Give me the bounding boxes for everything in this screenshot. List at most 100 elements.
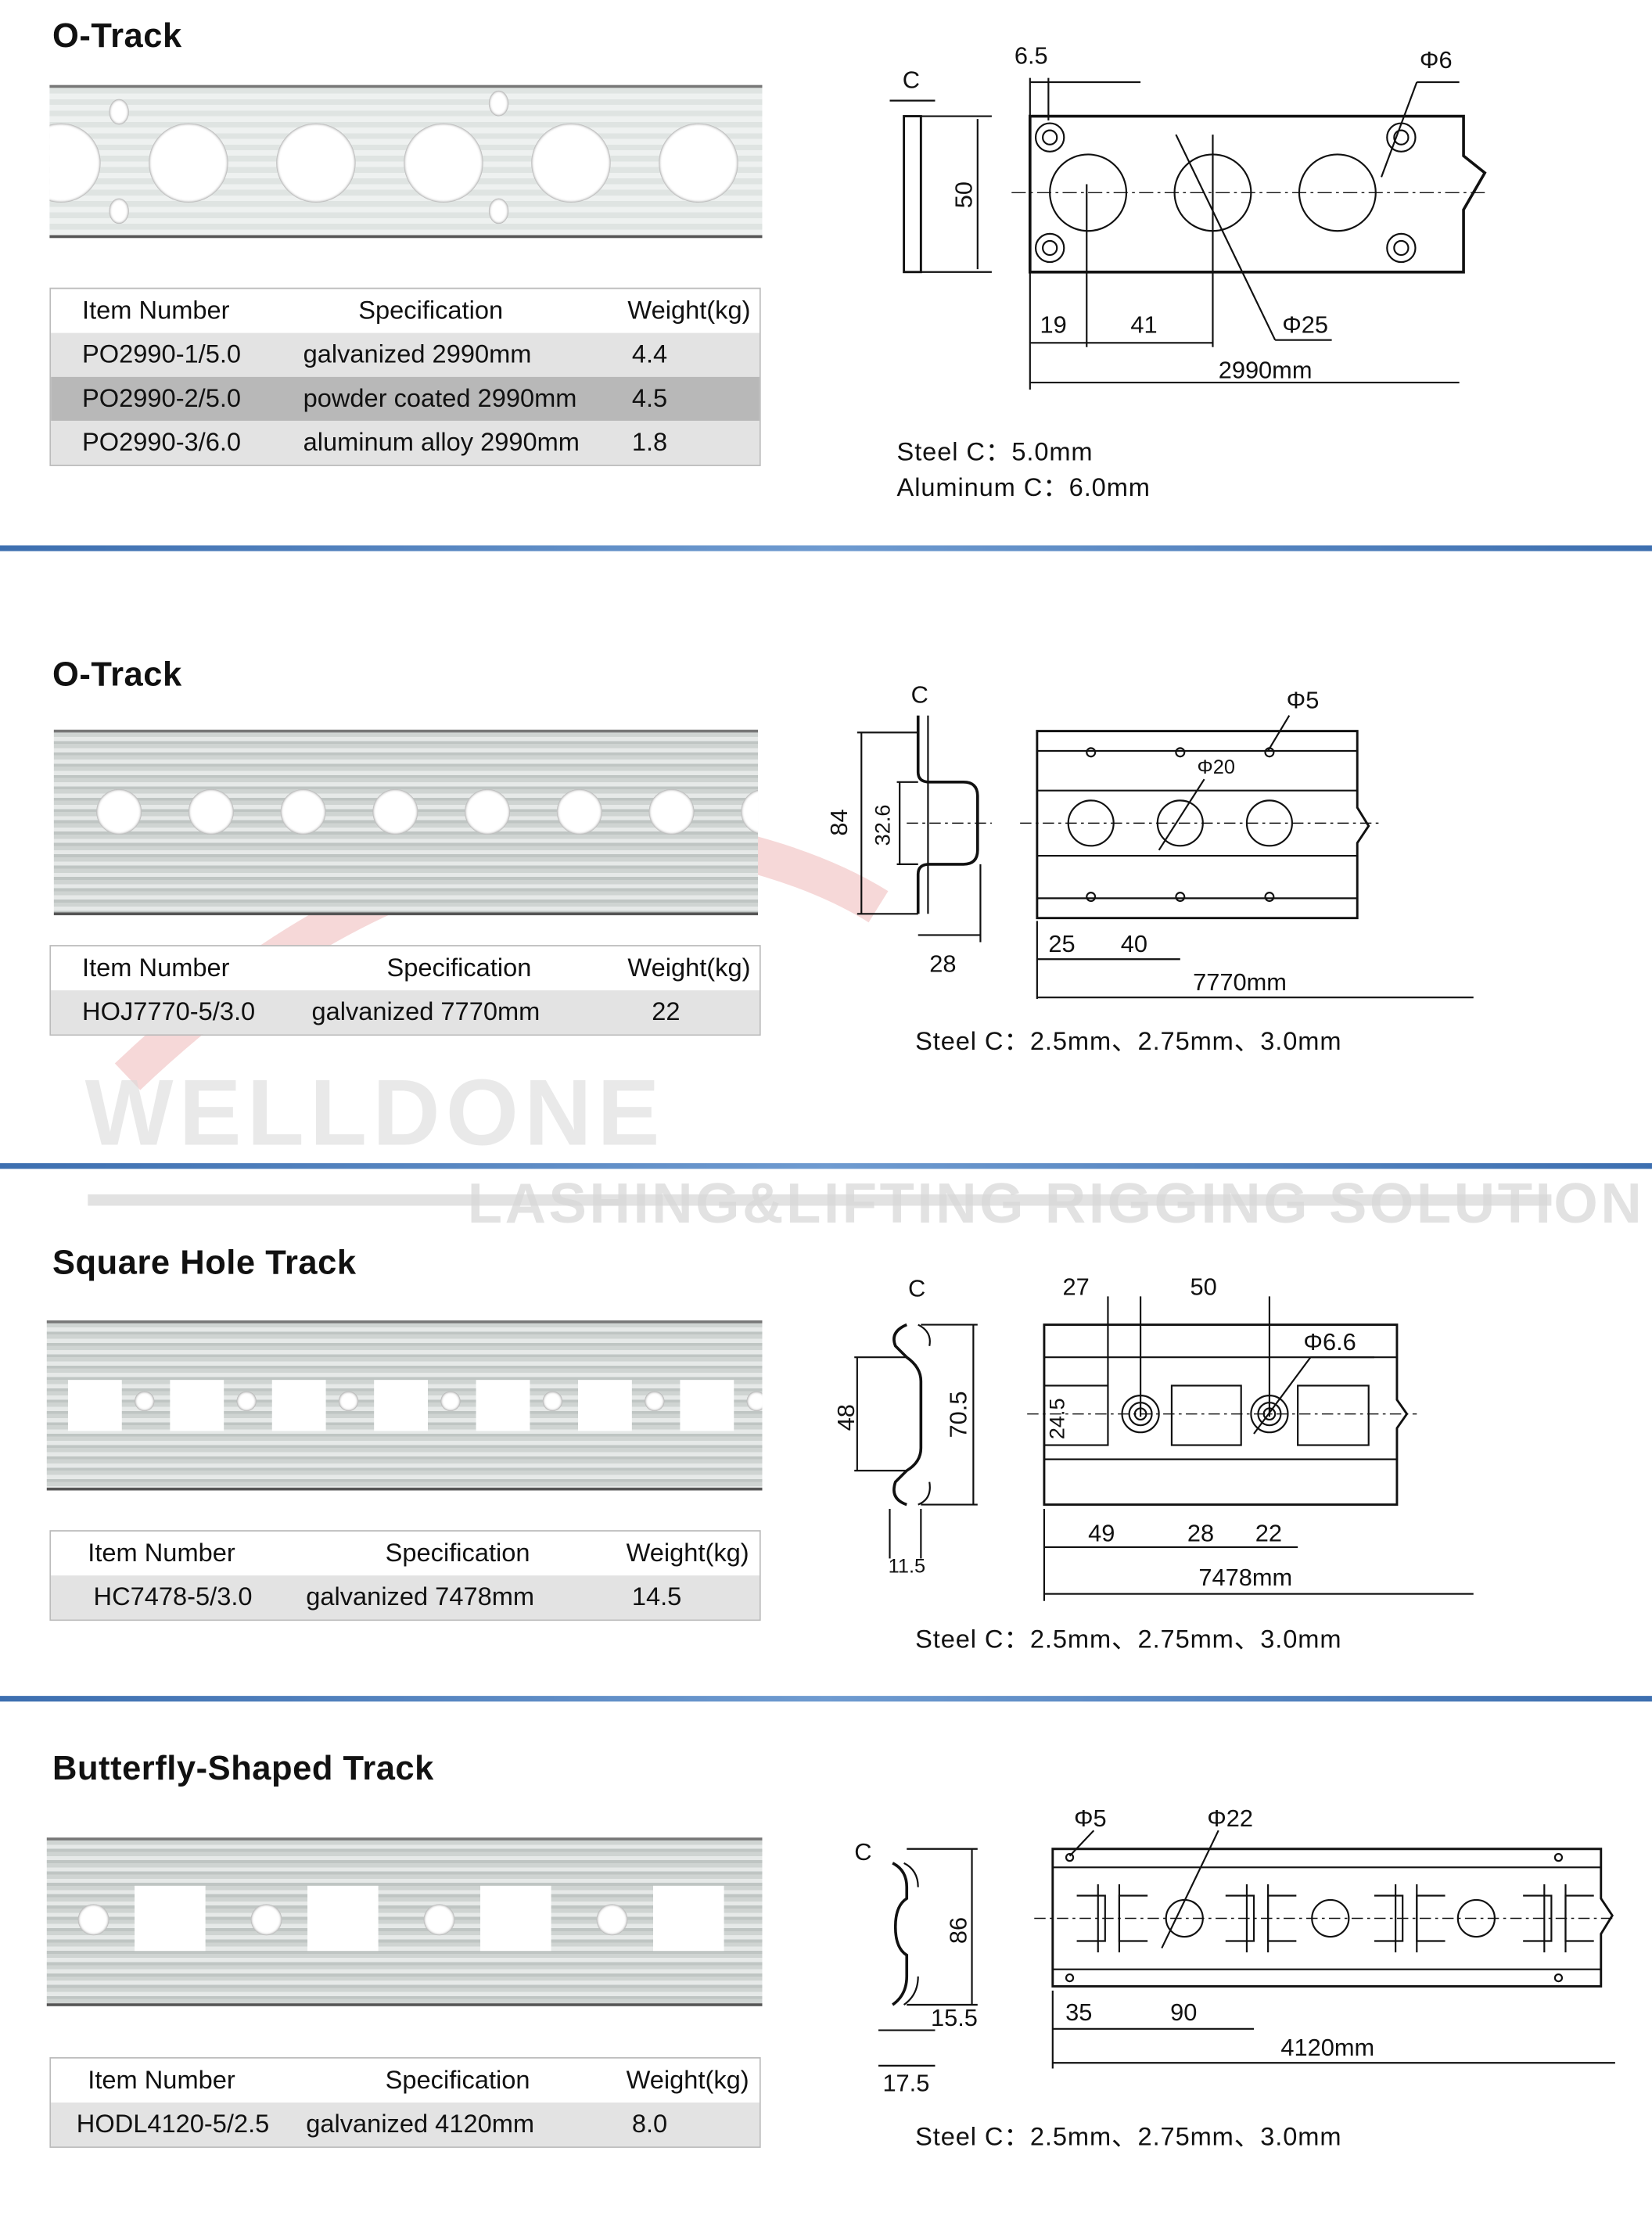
dim-label: C <box>854 1838 871 1866</box>
bolt-hole <box>746 1391 763 1412</box>
spec-table: Item Number Specification Weight(kg) HC7… <box>49 1530 761 1621</box>
item-number: HC7478-5/3.0 <box>93 1582 253 1611</box>
drawing-o-track-profiled: C 84 32.6 28 Φ5 Φ20 25 40 7770mm <box>825 681 1474 999</box>
round-hole <box>596 1904 628 1936</box>
specification: galvanized 2990mm <box>303 339 532 368</box>
dim-label: 70.5 <box>944 1392 971 1438</box>
dim-label: 48 <box>832 1404 860 1431</box>
header-specification: Specification <box>386 953 532 982</box>
dim-label: 28 <box>929 950 956 978</box>
dim-label: Φ5 <box>1074 1805 1107 1832</box>
round-hole <box>250 1904 282 1936</box>
section-divider <box>0 545 1652 551</box>
weight: 22 <box>652 997 681 1026</box>
dim-label: 24.5 <box>1044 1398 1068 1439</box>
watermark-tagline: LASHING&LIFTING RIGGING SOLUTION <box>467 1173 1645 1236</box>
dim-label: 15.5 <box>931 2004 978 2031</box>
dim-label: 84 <box>825 809 853 835</box>
specification: aluminum alloy 2990mm <box>303 428 580 457</box>
table-row: PO2990-3/6.0 aluminum alloy 2990mm 1.8 <box>51 420 760 465</box>
bolt-hole <box>488 90 509 117</box>
header-item-number: Item Number <box>82 953 230 982</box>
dim-label: 6.5 <box>1015 42 1048 70</box>
dim-label: 27 <box>1062 1273 1089 1301</box>
dim-label: 7478mm <box>1198 1564 1292 1591</box>
item-number: PO2990-3/6.0 <box>82 428 242 457</box>
product-photo-butterfly-track <box>46 1837 763 2006</box>
spec-table: Item Number Specification Weight(kg) PO2… <box>49 287 761 466</box>
butterfly-slot <box>307 1885 379 1952</box>
track-hole <box>741 788 759 835</box>
track-hole <box>465 788 511 835</box>
header-specification: Specification <box>358 296 504 325</box>
dim-label: 25 <box>1048 930 1075 957</box>
square-hole <box>476 1380 530 1431</box>
section-title: O-Track <box>52 16 182 56</box>
bolt-hole <box>542 1391 563 1412</box>
square-hole <box>578 1380 632 1431</box>
track-hole <box>648 788 695 835</box>
drawing-o-track-flat: C 6.5 Φ6 50 19 41 Φ25 2990mm <box>889 42 1488 390</box>
table-row: PO2990-1/5.0 galvanized 2990mm 4.4 <box>51 332 760 377</box>
section-divider <box>0 1696 1652 1702</box>
bolt-hole <box>236 1391 257 1412</box>
butterfly-slot <box>653 1885 724 1952</box>
dim-label: C <box>903 66 920 93</box>
dim-label: Φ22 <box>1207 1805 1253 1832</box>
square-hole <box>680 1380 734 1431</box>
header-weight: Weight(kg) <box>627 296 751 325</box>
product-photo-square-hole-track <box>46 1320 763 1491</box>
dim-label: 19 <box>1040 311 1066 339</box>
header-weight: Weight(kg) <box>626 1539 749 1568</box>
dim-label: 86 <box>944 1917 971 1944</box>
dim-label: Φ6 <box>1420 46 1453 74</box>
dim-label: 40 <box>1121 930 1147 957</box>
butterfly-slot <box>135 1885 206 1952</box>
track-hole <box>659 123 738 203</box>
round-hole <box>423 1904 455 1936</box>
table-header: Item Number Specification Weight(kg) <box>51 289 760 333</box>
spec-table: Item Number Specification Weight(kg) HOD… <box>49 2057 761 2148</box>
dim-label: Φ20 <box>1198 756 1235 778</box>
watermark-brand: WELLDONE <box>84 1059 666 1165</box>
item-number: PO2990-1/5.0 <box>82 339 242 368</box>
dim-label: 4120mm <box>1280 2034 1374 2061</box>
square-hole <box>67 1380 122 1431</box>
material-note: Steel C：2.5mm、2.75mm、3.0mm <box>915 1027 1342 1056</box>
dim-label: 7770mm <box>1193 968 1287 996</box>
material-note: Steel C：2.5mm、2.75mm、3.0mm <box>915 1625 1342 1654</box>
header-weight: Weight(kg) <box>626 2065 749 2095</box>
material-note: Aluminum C：6.0mm <box>896 472 1151 502</box>
bolt-hole <box>440 1391 461 1412</box>
track-hole <box>280 788 326 835</box>
item-number: HOJ7770-5/3.0 <box>82 997 256 1026</box>
header-item-number: Item Number <box>88 2065 235 2095</box>
drawing-square-hole-track: C 48 70.5 11.5 27 50 Φ6.6 24.5 49 28 22 … <box>832 1273 1474 1601</box>
bolt-hole <box>135 1391 155 1412</box>
section-title: Butterfly-Shaped Track <box>52 1749 434 1788</box>
track-hole <box>188 788 234 835</box>
dim-label: 41 <box>1130 311 1157 339</box>
specification: powder coated 2990mm <box>303 383 577 413</box>
dim-label: 11.5 <box>889 1556 925 1578</box>
dim-label: 22 <box>1255 1520 1282 1547</box>
dim-label: C <box>908 1274 925 1302</box>
drawing-butterfly-track: C 86 15.5 17.5 Φ5 Φ22 35 90 4120mm <box>854 1805 1615 2096</box>
table-header: Item Number Specification Weight(kg) <box>51 2058 760 2103</box>
track-hole <box>96 788 142 835</box>
spec-table: Item Number Specification Weight(kg) HOJ… <box>49 945 761 1036</box>
butterfly-slot <box>480 1885 551 1952</box>
bolt-hole <box>109 198 129 224</box>
square-hole <box>271 1380 326 1431</box>
dim-label: 28 <box>1187 1520 1214 1547</box>
dim-label: 17.5 <box>882 2069 929 2096</box>
item-number: HODL4120-5/2.5 <box>76 2110 270 2139</box>
product-photo-o-track-flat <box>49 84 763 239</box>
dim-label: Φ25 <box>1282 311 1328 339</box>
material-note: Steel C：2.5mm、2.75mm、3.0mm <box>915 2122 1342 2151</box>
material-note: Steel C：5.0mm <box>896 437 1094 466</box>
bolt-hole <box>645 1391 665 1412</box>
weight: 1.8 <box>631 428 668 457</box>
